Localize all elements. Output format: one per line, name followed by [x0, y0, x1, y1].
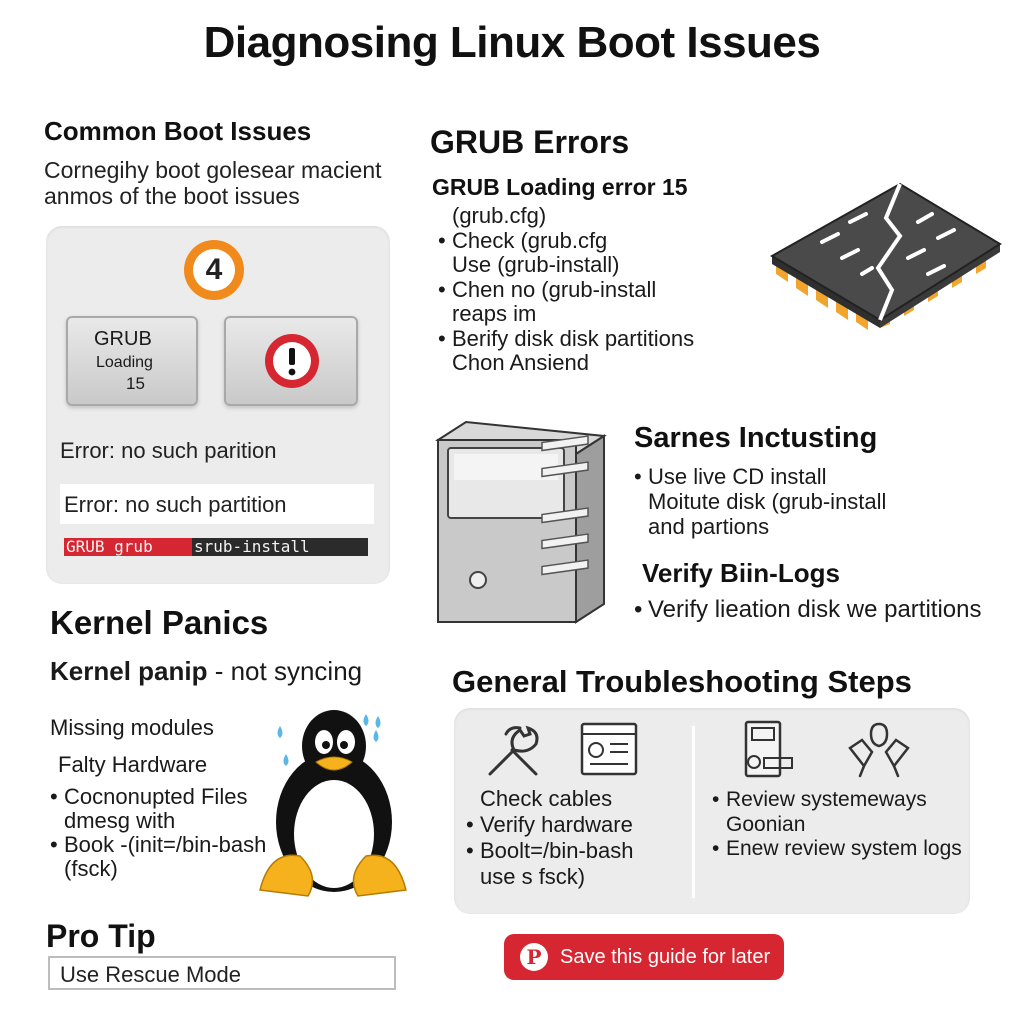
warning-icon: [265, 334, 319, 388]
description-line: Cornegihy boot golesear macient: [44, 157, 382, 183]
list-item: Review systemeways: [712, 788, 962, 813]
document-icon: [580, 722, 638, 776]
description-line: anmos of the boot issues: [44, 183, 300, 209]
list-item: Verify lieation disk we partitions: [634, 596, 982, 624]
kernel-panic-detail: - not syncing: [207, 656, 363, 686]
list-item: Book -(init=/bin-bash: [50, 833, 266, 858]
list-item: Use (grub-install): [452, 252, 620, 277]
common-issues-heading: Common Boot Issues: [44, 116, 312, 146]
grub-label: GRUB: [94, 328, 152, 350]
save-guide-button[interactable]: P Save this guide for later: [504, 934, 784, 980]
device-icon: [744, 720, 793, 778]
kernel-panics-heading: Kernel Panics: [50, 604, 269, 641]
grub-errors-subheading: GRUB Loading error 15: [432, 174, 688, 200]
general-right-list: Review systemewaysGoonianEnew review sys…: [712, 788, 962, 862]
panel-divider: [692, 726, 695, 898]
sarnes-heading: Sarnes Inctusting: [634, 422, 878, 454]
grub-errors-heading: GRUB Errors: [430, 124, 630, 160]
list-item: Check cables: [480, 786, 613, 811]
list-item: (fsck): [64, 856, 118, 881]
general-steps-heading: General Troubleshooting Steps: [452, 664, 912, 699]
list-item: dmesg with: [64, 808, 176, 833]
command-grub: GRUB grub: [64, 538, 192, 556]
list-item: and partions: [648, 514, 770, 539]
list-item: use s fsck): [480, 864, 586, 889]
list-item: Boolt=/bin-bash: [466, 838, 634, 864]
grub-loading-button[interactable]: GRUB Loading 15: [66, 316, 198, 406]
grub-error-code: 15: [126, 374, 145, 393]
list-item: Check (grub.cfg: [438, 228, 694, 254]
pro-tip-value: Use Rescue Mode: [60, 962, 241, 987]
wrench-icon: [488, 725, 539, 776]
list-item: Falty Hardware: [58, 752, 208, 777]
number-badge: 4: [184, 240, 244, 300]
kernel-panic-subheading: Kernel panip - not syncing: [50, 656, 362, 687]
warning-button[interactable]: [224, 316, 358, 406]
list-item: Verify hardware: [466, 812, 634, 838]
list-item: reaps im: [452, 301, 537, 326]
list-item: (grub.cfg): [452, 203, 547, 228]
common-issues-description: Cornegihy boot golesear macient anmos of…: [44, 157, 382, 209]
kernel-panic-label: Kernel panip: [50, 656, 208, 686]
verify-logs-heading: Verify Biin-Logs: [642, 558, 840, 588]
verify-logs-list: Verify lieation disk we partitions: [634, 596, 982, 624]
general-steps-panel: Check cablesVerify hardwareBoolt=/bin-ba…: [454, 708, 970, 914]
list-item: Cocnonupted Files: [50, 785, 266, 810]
list-item: Chon Ansiend: [452, 350, 589, 375]
list-item: Goonian: [726, 812, 806, 836]
pinterest-icon: P: [520, 943, 548, 971]
command-line: GRUB grub srub-install: [64, 538, 368, 556]
list-item: Chen no (grub-install: [438, 277, 694, 303]
error-output-box: Error: no such partition: [60, 484, 374, 524]
server-tower-icon: [435, 420, 607, 624]
tux-penguin-icon: [259, 710, 407, 897]
list-item: Use live CD install: [634, 464, 886, 489]
list-item: Missing modules: [50, 715, 214, 740]
hands-icon: [848, 722, 910, 778]
grub-loading-label: Loading: [96, 354, 153, 371]
pro-tip-box: Use Rescue Mode: [48, 956, 396, 990]
page-title: Diagnosing Linux Boot Issues: [203, 18, 821, 67]
list-item: Moitute disk (grub-install: [648, 489, 887, 514]
error-message: Error: no such parition: [60, 438, 277, 463]
general-left-list: Check cablesVerify hardwareBoolt=/bin-ba…: [466, 786, 634, 890]
save-guide-label: Save this guide for later: [560, 945, 771, 968]
pro-tip-heading: Pro Tip: [46, 918, 156, 954]
list-item: Berify disk disk partitions: [438, 326, 694, 352]
common-issues-panel: 4 GRUB Loading 15 Error: no such paritio…: [46, 226, 390, 584]
command-srub-install: srub-install: [194, 537, 310, 556]
badge-number: 4: [193, 249, 235, 291]
error-output-text: Error: no such partition: [64, 492, 287, 517]
broken-chip-icon: [770, 182, 1002, 330]
list-item: Enew review system logs: [712, 837, 962, 862]
